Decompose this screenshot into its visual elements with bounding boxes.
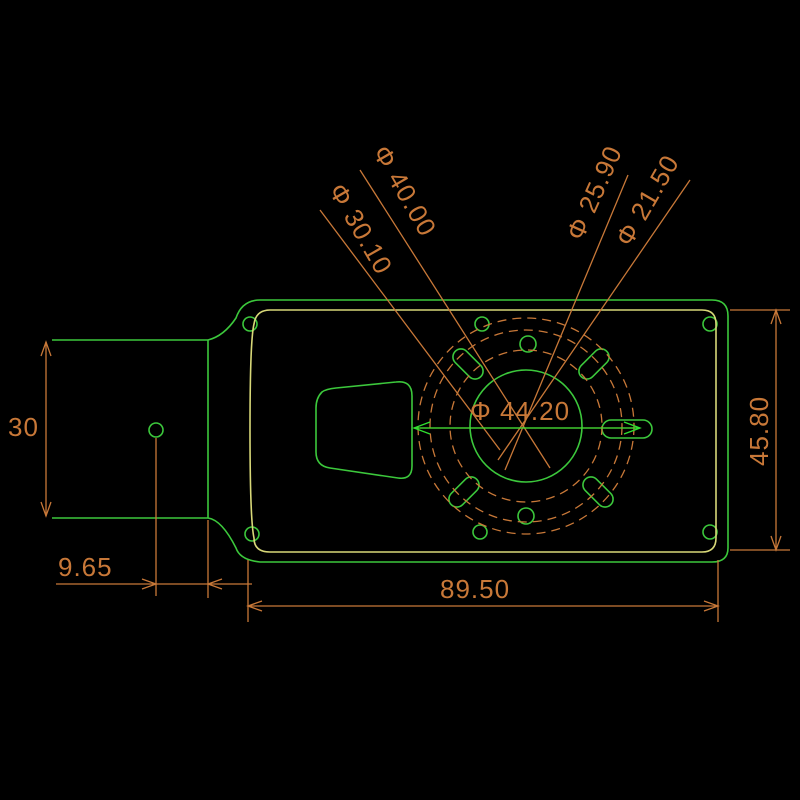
leader-40-00 xyxy=(359,169,551,469)
dimension-lines xyxy=(40,308,790,622)
label-width-9-65: 9.65 xyxy=(58,552,113,582)
slot-top-right xyxy=(578,348,610,380)
dim-45-80-arrow-top xyxy=(770,308,782,325)
hole-bottom-b xyxy=(472,524,488,540)
mount-hole-top-right xyxy=(702,316,718,332)
arrow-left xyxy=(412,421,431,435)
label-height-30: 30 xyxy=(8,412,39,442)
window-cutout xyxy=(315,380,413,480)
arrow-right xyxy=(623,421,642,435)
left-tab-outline xyxy=(52,339,208,519)
pitch-circle-inner xyxy=(449,349,603,503)
label-diameter-44-20: Φ 44.20 xyxy=(470,396,570,426)
housing-outer-contour xyxy=(207,299,729,563)
slot-bottom-right xyxy=(582,476,614,508)
slot-top-left xyxy=(452,348,484,380)
pitch-circle-middle xyxy=(429,329,623,523)
diameter-leaders xyxy=(155,169,691,596)
leader-30-10 xyxy=(319,209,501,451)
dim-30-arrow-bottom xyxy=(40,501,52,518)
dim-89-50-arrow-right xyxy=(703,600,720,612)
dim-9-65-arrow-right xyxy=(206,578,223,590)
label-width-89-50: 89.50 xyxy=(440,574,510,604)
leader-21-50 xyxy=(497,179,691,461)
mount-hole-bottom-right xyxy=(702,524,718,540)
mount-hole-top-left xyxy=(242,316,258,332)
dim-45-80-arrow-bottom xyxy=(770,535,782,552)
tab-hole xyxy=(148,422,164,438)
dim-30-arrow-top xyxy=(40,340,52,357)
central-bore xyxy=(469,369,583,483)
dim-89-50-arrow-left xyxy=(246,600,263,612)
dim-9-65-arrow-left xyxy=(141,578,158,590)
slot-bottom-left xyxy=(448,476,480,508)
housing-inner-contour xyxy=(249,309,717,553)
center-mark xyxy=(412,421,642,435)
part-outline xyxy=(52,299,729,563)
label-height-45-80: 45.80 xyxy=(744,396,774,466)
hole-bottom-a xyxy=(517,507,535,525)
hole-top-b xyxy=(519,335,537,353)
